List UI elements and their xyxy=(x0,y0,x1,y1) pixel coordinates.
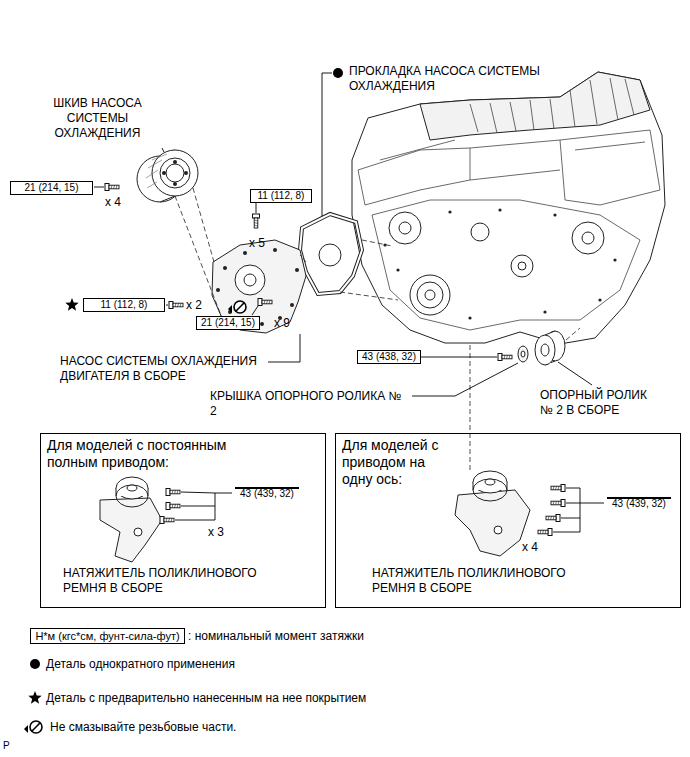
belt-tensioner xyxy=(455,471,530,556)
no-lube-mark xyxy=(24,721,42,733)
part-label: КРЫШКА ОПОРНОГО РОЛИКА № 2 xyxy=(210,389,410,419)
single-use-mark xyxy=(30,659,40,669)
quantity-label: x 2 xyxy=(186,298,202,313)
quantity-label: x 5 xyxy=(249,236,265,251)
quantity-label: x 9 xyxy=(274,316,290,331)
water-pump-pulley xyxy=(137,150,198,202)
legend-text: Не смазывайте резьбовые части. xyxy=(50,720,236,735)
box-heading: Для моделей с приводом на одну ось: xyxy=(342,437,454,488)
unit-text: Н*м (кгс*см, фунт-сила-фут) xyxy=(35,629,179,643)
single-use-mark xyxy=(333,68,343,78)
torque-box: 11 (112, 8) xyxy=(250,189,312,203)
quantity-label: x 4 xyxy=(522,540,538,555)
legend-unit-box: Н*м (кгс*см, фунт-сила-фут) xyxy=(30,628,185,644)
option-box: Для моделей с приводом на одну ось: НАТЯЖ… xyxy=(335,433,681,608)
part-label: НАСОС СИСТЕМЫ ОХЛАЖДЕНИЯ ДВИГАТЕЛЯ В СБО… xyxy=(60,354,265,384)
torque-value: 11 (112, 8) xyxy=(101,299,148,311)
torque-value: 21 (214, 15) xyxy=(25,182,79,194)
torque-box: 43 (439, 32) xyxy=(235,487,299,489)
torque-box: 43 (439, 32) xyxy=(607,497,671,499)
box-heading: Для моделей с постоянным полным приводом… xyxy=(47,437,252,471)
torque-value: 43 (439, 32) xyxy=(240,488,294,500)
quantity-label: x 4 xyxy=(105,195,121,210)
page-mark: P xyxy=(3,740,10,752)
legend-text: Деталь с предварительно нанесенным на не… xyxy=(46,691,366,706)
torque-box: 43 (438, 32) xyxy=(357,350,421,364)
part-label: ПРОКЛАДКА НАСОСА СИСТЕМЫ ОХЛАЖДЕНИЯ xyxy=(349,64,579,94)
torque-box: 21 (214, 15) xyxy=(10,181,93,195)
torque-value: 43 (438, 32) xyxy=(362,351,416,363)
precoated-mark xyxy=(65,298,78,311)
option-box: Для моделей с постоянным полным приводом… xyxy=(40,433,326,608)
quantity-label: x 3 xyxy=(208,525,224,540)
torque-value: 43 (439, 32) xyxy=(612,498,666,510)
legend-text: : номинальный момент затяжки xyxy=(188,629,364,644)
torque-value: 21 (214, 15) xyxy=(201,317,255,329)
idler-pulley xyxy=(518,331,565,365)
leader-line xyxy=(94,73,604,532)
part-label: ОПОРНЫЙ РОЛИК № 2 В СБОРЕ xyxy=(540,388,660,418)
part-label: НАТЯЖИТЕЛЬ ПОЛИКЛИНОВОГО РЕМНЯ В СБОРЕ xyxy=(372,566,602,596)
engine-illustration xyxy=(352,72,665,344)
torque-value: 11 (112, 8) xyxy=(258,190,305,202)
assembly-line xyxy=(175,188,580,470)
gasket xyxy=(300,214,362,294)
torque-box: 21 (214, 15) xyxy=(196,316,260,330)
part-label: ШКИВ НАСОСА СИСТЕМЫ ОХЛАЖДЕНИЯ xyxy=(45,96,150,141)
no-lube-mark xyxy=(228,301,246,313)
belt-tensioner xyxy=(100,477,162,562)
legend-text: Деталь однократного применения xyxy=(46,657,235,672)
precoated-mark xyxy=(28,691,41,704)
torque-box: 11 (112, 8) xyxy=(83,298,165,312)
part-label: НАТЯЖИТЕЛЬ ПОЛИКЛИНОВОГО РЕМНЯ В СБОРЕ xyxy=(63,566,293,596)
